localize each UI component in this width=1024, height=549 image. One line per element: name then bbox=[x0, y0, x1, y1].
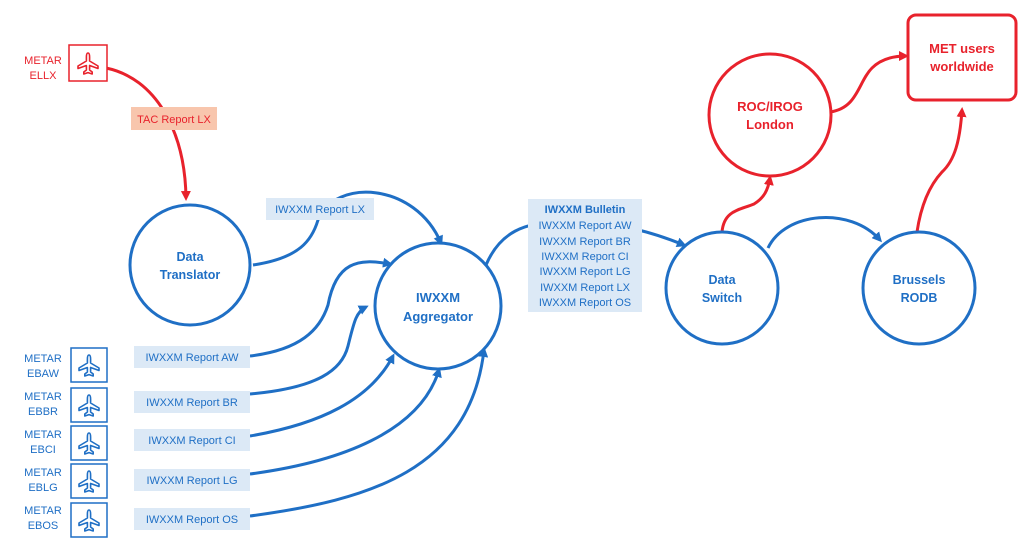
arrow-os-to-aggregator bbox=[249, 347, 489, 518]
station-ebci: METAR EBCI IWXXM Report CI bbox=[24, 425, 250, 461]
switch-line1: Data bbox=[708, 273, 736, 287]
ellx-airport-box bbox=[68, 44, 108, 82]
station-ellx-line1: METAR bbox=[24, 55, 62, 67]
report-os-text: IWXXM Report OS bbox=[146, 514, 238, 526]
tac-report-label: TAC Report LX bbox=[131, 107, 217, 130]
arrow-aw-to-aggregator bbox=[249, 257, 393, 358]
bulletin-item: IWXXM Report AW bbox=[538, 220, 632, 232]
arrow-rodb-to-met bbox=[915, 107, 967, 233]
arrow-ci-to-aggregator bbox=[249, 353, 395, 438]
arrow-br-to-aggregator bbox=[249, 305, 369, 396]
station-ebos-line1: METAR bbox=[24, 505, 62, 517]
met-line1: MET users bbox=[929, 41, 995, 56]
station-eblg-line2: EBLG bbox=[28, 482, 57, 494]
node-roc-irog-london: ROC/IROG London bbox=[707, 52, 833, 178]
tac-report-text: TAC Report LX bbox=[137, 114, 211, 126]
station-ebaw: METAR EBAW IWXXM Report AW bbox=[24, 346, 250, 383]
iwxxm-bulletin-box: IWXXM Bulletin IWXXM Report AW IWXXM Rep… bbox=[528, 199, 642, 312]
report-aw-text: IWXXM Report AW bbox=[145, 352, 239, 364]
node-data-translator: Data Translator bbox=[128, 203, 252, 327]
switch-line2: Switch bbox=[702, 291, 742, 305]
bulletin-title: IWXXM Bulletin bbox=[545, 204, 626, 216]
station-eblg-line1: METAR bbox=[24, 467, 62, 479]
station-ebos: METAR EBOS IWXXM Report OS bbox=[24, 502, 250, 538]
rodb-line2: RODB bbox=[901, 291, 938, 305]
node-brussels-rodb: Brussels RODB bbox=[861, 230, 977, 346]
station-eblg: METAR EBLG IWXXM Report LG bbox=[24, 463, 250, 499]
report-br-text: IWXXM Report BR bbox=[146, 397, 238, 409]
node-met-users: MET users worldwide bbox=[906, 13, 1018, 102]
station-ebaw-line1: METAR bbox=[24, 353, 62, 365]
node-iwxxm-aggregator: IWXXM Aggregator bbox=[373, 241, 503, 371]
report-ci-text: IWXXM Report CI bbox=[148, 435, 235, 447]
met-line2: worldwide bbox=[929, 59, 994, 74]
station-ebci-line2: EBCI bbox=[30, 444, 56, 456]
roc-line1: ROC/IROG bbox=[737, 99, 803, 114]
aggregator-line1: IWXXM bbox=[416, 290, 460, 305]
arrow-ellx-to-translator bbox=[105, 66, 191, 201]
station-ebci-line1: METAR bbox=[24, 429, 62, 441]
bulletin-item: IWXXM Report LX bbox=[540, 282, 631, 294]
station-ellx: METAR ELLX bbox=[24, 44, 108, 82]
node-data-switch: Data Switch bbox=[664, 230, 780, 346]
station-ebbr-line1: METAR bbox=[24, 391, 62, 403]
translator-line2: Translator bbox=[160, 268, 221, 282]
bulletin-item: IWXXM Report OS bbox=[539, 297, 631, 309]
bulletin-item: IWXXM Report CI bbox=[541, 251, 628, 263]
roc-line2: London bbox=[746, 117, 794, 132]
rodb-line1: Brussels bbox=[893, 273, 946, 287]
arrow-roc-to-met bbox=[829, 51, 909, 114]
arrow-lg-to-aggregator bbox=[249, 367, 442, 476]
bulletin-item: IWXXM Report BR bbox=[539, 236, 631, 248]
station-ebbr-line2: EBBR bbox=[28, 406, 58, 418]
arrow-switch-to-rodb bbox=[766, 216, 882, 249]
translator-line1: Data bbox=[176, 250, 204, 264]
station-ebbr: METAR EBBR IWXXM Report BR bbox=[24, 387, 250, 423]
report-lx-label: IWXXM Report LX bbox=[266, 198, 374, 220]
arrow-switch-to-roc bbox=[720, 175, 774, 233]
bulletin-item: IWXXM Report LG bbox=[539, 266, 630, 278]
aggregator-line2: Aggregator bbox=[403, 309, 473, 324]
report-lx-text: IWXXM Report LX bbox=[275, 204, 366, 216]
station-ellx-line2: ELLX bbox=[30, 70, 58, 82]
station-ebos-line2: EBOS bbox=[28, 520, 59, 532]
report-lg-text: IWXXM Report LG bbox=[146, 475, 237, 487]
station-ebaw-line2: EBAW bbox=[27, 368, 60, 380]
